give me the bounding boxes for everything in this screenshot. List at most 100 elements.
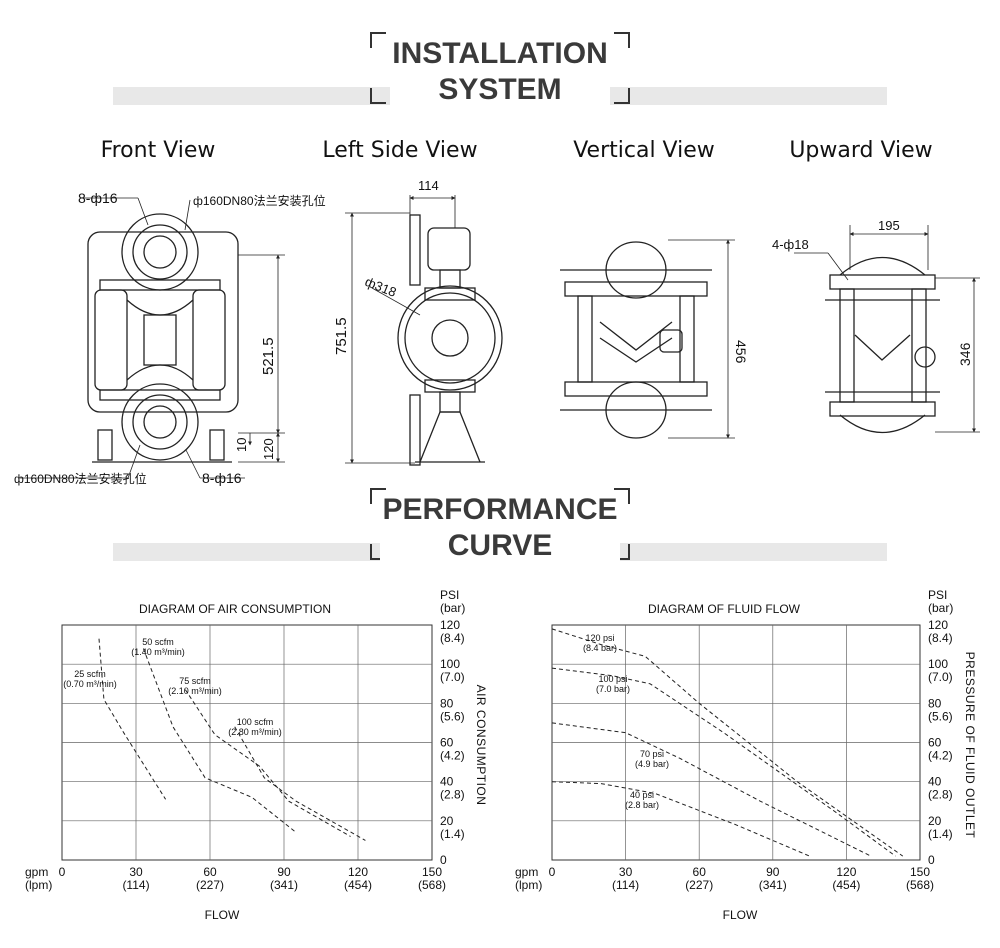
series-line — [551, 667, 896, 857]
x-tick-label: 30 — [619, 865, 633, 879]
performance-title: PERFORMANCE CURVE — [380, 492, 620, 564]
x-tick-label-lpm: (341) — [270, 878, 298, 892]
vertical-view-dimensions — [668, 239, 735, 439]
series-label-metric: (2.80 m³/min) — [228, 727, 282, 737]
vertical-view-label: Vertical View — [573, 138, 715, 163]
y-tick-label: 40 — [928, 775, 942, 789]
installation-title-line1: INSTALLATION — [392, 37, 608, 70]
air-consumption-chart: DIAGRAM OF AIR CONSUMPTION 0 30(114) 60(227… — [25, 588, 488, 922]
upward-width-195: 195 — [878, 218, 900, 233]
front-top-holes: 8-ф16 — [78, 190, 118, 206]
bracket-top-right — [614, 488, 630, 504]
y-tick-label-bar: (2.8) — [440, 788, 465, 802]
series-label: 100 scfm — [237, 717, 274, 727]
y-tick-label: 120 — [440, 618, 460, 632]
bracket-top-left — [370, 32, 386, 48]
series-label: 75 scfm — [179, 676, 211, 686]
chart-title: DIAGRAM OF AIR CONSUMPTION — [139, 602, 331, 616]
y-tick-label: 40 — [440, 775, 454, 789]
side-view-dimensions — [345, 195, 456, 464]
front-view-label: Front View — [100, 138, 216, 163]
series-label-metric: (0.70 m³/min) — [63, 679, 117, 689]
x-tick-label-lpm: (227) — [196, 878, 224, 892]
x-axis-title: FLOW — [723, 908, 758, 922]
y-unit-label-bar: (bar) — [440, 601, 465, 615]
front-height-10: 10 — [234, 438, 249, 452]
x-tick-label: 150 — [910, 865, 930, 879]
upward-view-dimensions — [794, 225, 980, 433]
x-tick-label-lpm: (568) — [418, 878, 446, 892]
y-tick-label: 20 — [928, 814, 942, 828]
upward-view-label: Upward View — [789, 138, 933, 163]
series-label-metric: (7.0 bar) — [596, 684, 630, 694]
series-label-metric: (8.4 bar) — [583, 643, 617, 653]
y-tick-label-bar: (2.8) — [928, 788, 953, 802]
side-diameter-318: ф318 — [363, 274, 399, 300]
installation-title-line2: SYSTEM — [438, 73, 562, 106]
y-tick-label: 120 — [928, 618, 948, 632]
y-axis-title: PRESSURE OF FLUID OUTLET — [963, 652, 977, 839]
x-tick-label-lpm: (454) — [344, 878, 372, 892]
x-unit-label-lpm: (lpm) — [25, 878, 52, 892]
series-label: 70 psi — [640, 749, 664, 759]
y-tick-label-bar: (5.6) — [928, 709, 953, 723]
x-tick-label: 90 — [766, 865, 780, 879]
technical-drawings: 8-ф16 ф160DN80法兰安装孔位 521.5 120 10 ф160DN… — [14, 178, 980, 486]
y-tick-label: 0 — [928, 853, 935, 867]
front-bottom-flange: ф160DN80法兰安装孔位 — [14, 471, 147, 486]
y-tick-label-bar: (4.2) — [440, 749, 465, 763]
series-label-metric: (2.8 bar) — [625, 800, 659, 810]
series-label: 120 psi — [585, 633, 614, 643]
side-view-drawing — [397, 214, 503, 466]
side-width-114: 114 — [418, 178, 439, 193]
series-line — [551, 781, 810, 857]
left-side-view-label: Left Side View — [322, 138, 478, 163]
installation-header: INSTALLATION SYSTEM — [0, 28, 1000, 108]
x-tick-label: 60 — [203, 865, 217, 879]
x-tick-label: 150 — [422, 865, 442, 879]
x-tick-label-lpm: (114) — [122, 878, 149, 892]
x-tick-label: 120 — [348, 865, 368, 879]
bracket-top-left — [370, 488, 386, 504]
y-tick-label: 80 — [928, 696, 942, 710]
performance-header: PERFORMANCE CURVE — [0, 484, 1000, 564]
upward-holes: 4-ф18 — [772, 237, 809, 252]
series-line — [234, 726, 366, 841]
x-tick-label-lpm: (227) — [685, 878, 713, 892]
x-unit-label: gpm — [515, 865, 538, 879]
series-line — [142, 648, 297, 833]
x-tick-label-lpm: (454) — [832, 878, 860, 892]
bracket-bottom-left — [370, 544, 386, 560]
series-line — [551, 722, 872, 857]
x-tick-label: 60 — [693, 865, 707, 879]
x-tick-label: 0 — [549, 865, 556, 879]
y-unit-label: PSI — [440, 588, 459, 602]
x-tick-label-lpm: (114) — [612, 878, 639, 892]
series-label-metric: (4.9 bar) — [635, 759, 669, 769]
series-label: 50 scfm — [142, 637, 174, 647]
series-label: 25 scfm — [74, 669, 106, 679]
x-tick-label-lpm: (568) — [906, 878, 934, 892]
y-tick-label-bar: (7.0) — [440, 670, 465, 684]
front-top-flange: ф160DN80法兰安装孔位 — [193, 193, 326, 208]
x-tick-label: 90 — [277, 865, 291, 879]
series-label: 40 psi — [630, 790, 654, 800]
x-unit-label: gpm — [25, 865, 48, 879]
series-label-metric: (1.40 m³/min) — [131, 647, 185, 657]
front-height-120: 120 — [261, 438, 276, 460]
y-tick-label: 100 — [928, 657, 948, 671]
x-tick-label: 120 — [836, 865, 856, 879]
x-tick-label: 30 — [129, 865, 143, 879]
installation-title: INSTALLATION SYSTEM — [390, 36, 610, 108]
y-unit-label-bar: (bar) — [928, 601, 953, 615]
front-view-dimensions — [20, 197, 285, 479]
y-tick-label-bar: (8.4) — [440, 631, 465, 645]
x-tick-label: 0 — [59, 865, 66, 879]
front-height-521: 521.5 — [260, 337, 277, 375]
y-tick-label: 60 — [928, 736, 942, 750]
y-axis-title: AIR CONSUMPTION — [474, 685, 488, 806]
performance-title-line1: PERFORMANCE — [382, 493, 618, 526]
bracket-bottom-right — [614, 88, 630, 104]
x-unit-label-lpm: (lpm) — [515, 878, 542, 892]
